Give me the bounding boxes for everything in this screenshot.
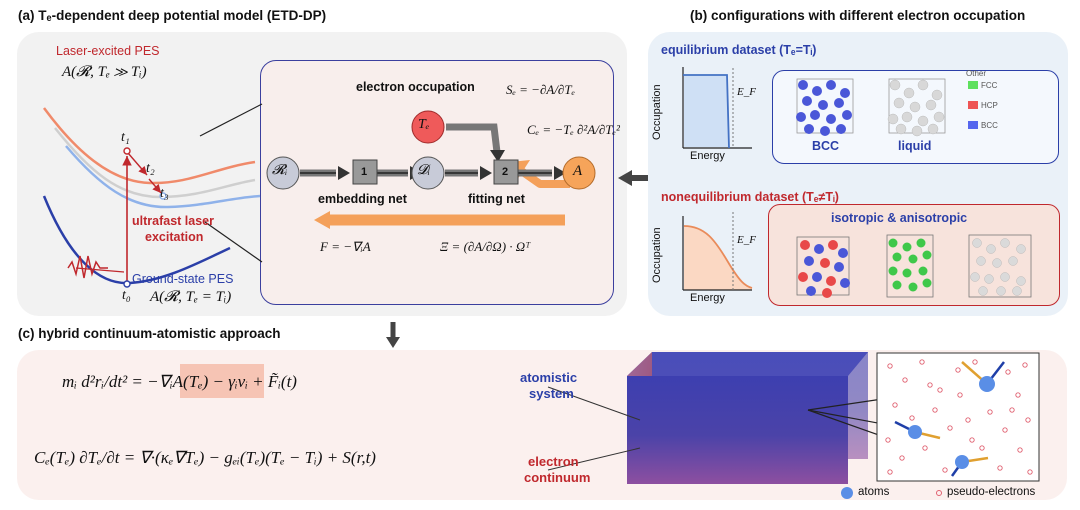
electron-continuum-label-line2: continuum: [524, 470, 591, 485]
embedding-net-label: embedding net: [318, 192, 407, 206]
laser-excitation-label-line2: excitation: [145, 230, 204, 244]
electron-continuum-label-line1: electron: [528, 454, 579, 469]
nonequilibrium-occupation-plot: [682, 212, 753, 291]
legend-fcc-label: FCC: [981, 81, 998, 90]
liquid-structure-2: [968, 234, 1032, 298]
legend-hcp-swatch: [968, 101, 978, 109]
node-di-label: 𝓓ᵢ: [417, 163, 430, 178]
atomistic-label-line1: atomistic: [520, 370, 578, 385]
node-a-label: A: [573, 163, 583, 179]
legend-atom-icon: [841, 487, 853, 499]
t2-label: t₂: [146, 161, 155, 176]
atoms-in-inset: [894, 361, 1005, 477]
legend-bcc-label: BCC: [981, 121, 998, 130]
eq-xlabel: Energy: [690, 150, 725, 162]
legend-hcp-label: HCP: [981, 101, 998, 110]
noneq-structures: [796, 234, 1032, 298]
legend-atoms-label: atoms: [858, 486, 890, 498]
legend-title: Other: [966, 69, 987, 78]
panel-a-title: (a) Tₑ-dependent deep potential model (E…: [18, 8, 327, 23]
isotropic-anisotropic-label: isotropic & anisotropic: [831, 211, 968, 225]
node-1-label: 1: [361, 166, 368, 178]
liquid-structure: [887, 78, 946, 137]
equilibrium-dataset-title: equilibrium dataset (Tₑ=Tᵢ): [661, 43, 817, 57]
node-fitting: [493, 159, 519, 185]
bcc-liquid-structures: [796, 78, 978, 137]
noneq-xlabel: Energy: [690, 292, 725, 304]
nonequilibrium-dataset-title: nonequilibrium dataset (Tₑ≠Tᵢ): [661, 190, 839, 204]
node-ri: [266, 156, 300, 190]
intermediate-pes-curve-blue: [65, 145, 261, 209]
legend-bcc-swatch: [968, 121, 978, 129]
electron-occupation-label: electron occupation: [356, 80, 475, 94]
fitting-net-label: fitting net: [468, 192, 525, 206]
entropy-formula: Sₑ = −∂A/∂Tₑ: [506, 82, 575, 97]
panel-c-title: (c) hybrid continuum-atomistic approach: [18, 326, 281, 341]
ground-pes-label: Ground-state PES: [132, 272, 234, 286]
panel-b-title: (b) configurations with different electr…: [690, 8, 1026, 23]
bcc-structure: [796, 78, 854, 136]
laser-excited-pes-curve: [42, 107, 256, 185]
node-ri-label: 𝓡ᵢ: [272, 163, 288, 178]
eq-ylabel: Occupation: [651, 84, 663, 140]
pseudo-electrons-scatter: [885, 359, 1033, 475]
t1-label: t₁: [121, 130, 130, 145]
fcc-structure: [886, 234, 934, 298]
equilibrium-occupation-plot: [682, 67, 752, 149]
ttm-equation: Cₑ(Tₑ) ∂Tₑ/∂t = ∇·(κₑ∇Tₑ) − gₑᵢ(Tₑ)(Tₑ −…: [34, 448, 376, 467]
stress-formula: Ξ = (∂A/∂Ω) · Ωᵀ: [440, 239, 531, 254]
noneq-ylabel: Occupation: [651, 227, 663, 283]
node-te-label: Tₑ: [418, 117, 430, 132]
t0-label: t₀: [122, 288, 131, 303]
node-te: [411, 110, 445, 144]
force-formula: F = −∇ᵢA: [320, 239, 371, 254]
node-di: [411, 156, 445, 190]
node-embedding: [352, 159, 378, 185]
mixed-structure: [796, 236, 850, 298]
eq-fermi-label: E_F: [737, 86, 756, 98]
laser-pulse-icon: [67, 255, 108, 279]
legend-fcc-swatch: [968, 81, 978, 89]
atomistic-slab: [627, 352, 868, 484]
atomistic-label-line2: system: [529, 386, 574, 401]
t3-label: t₃: [160, 186, 169, 201]
legend-pseudo-label: pseudo-electrons: [947, 486, 1036, 498]
noneq-fermi-label: E_F: [737, 234, 756, 246]
laser-excitation-label-line1: ultrafast laser: [132, 214, 214, 228]
laser-pes-formula: A(𝓡, Tₑ ≫ Tᵢ): [62, 64, 147, 80]
langevin-equation: mᵢ d²rᵢ/dt² = −∇ᵢA(Tₑ) − γᵢvᵢ + F̃ᵢ(t): [62, 372, 297, 391]
heat-capacity-formula: Cₑ = −Tₑ ∂²A/∂Tₑ²: [527, 122, 620, 137]
node-2-label: 2: [502, 166, 509, 178]
nonequilibrium-configurations-box: isotropic & anisotropic: [768, 204, 1060, 306]
potential-highlight: [180, 364, 264, 398]
node-a: [562, 156, 596, 190]
laser-pes-label: Laser-excited PES: [56, 44, 160, 58]
legend-pseudo-icon: [936, 490, 942, 496]
equilibrium-configurations-box: Other FCC HCP BCC BCC liquid: [772, 69, 1059, 164]
liquid-label: liquid: [898, 139, 932, 153]
ground-pes-formula: A(𝓡, Tₑ = Tᵢ): [150, 289, 232, 305]
bcc-label: BCC: [812, 139, 840, 153]
